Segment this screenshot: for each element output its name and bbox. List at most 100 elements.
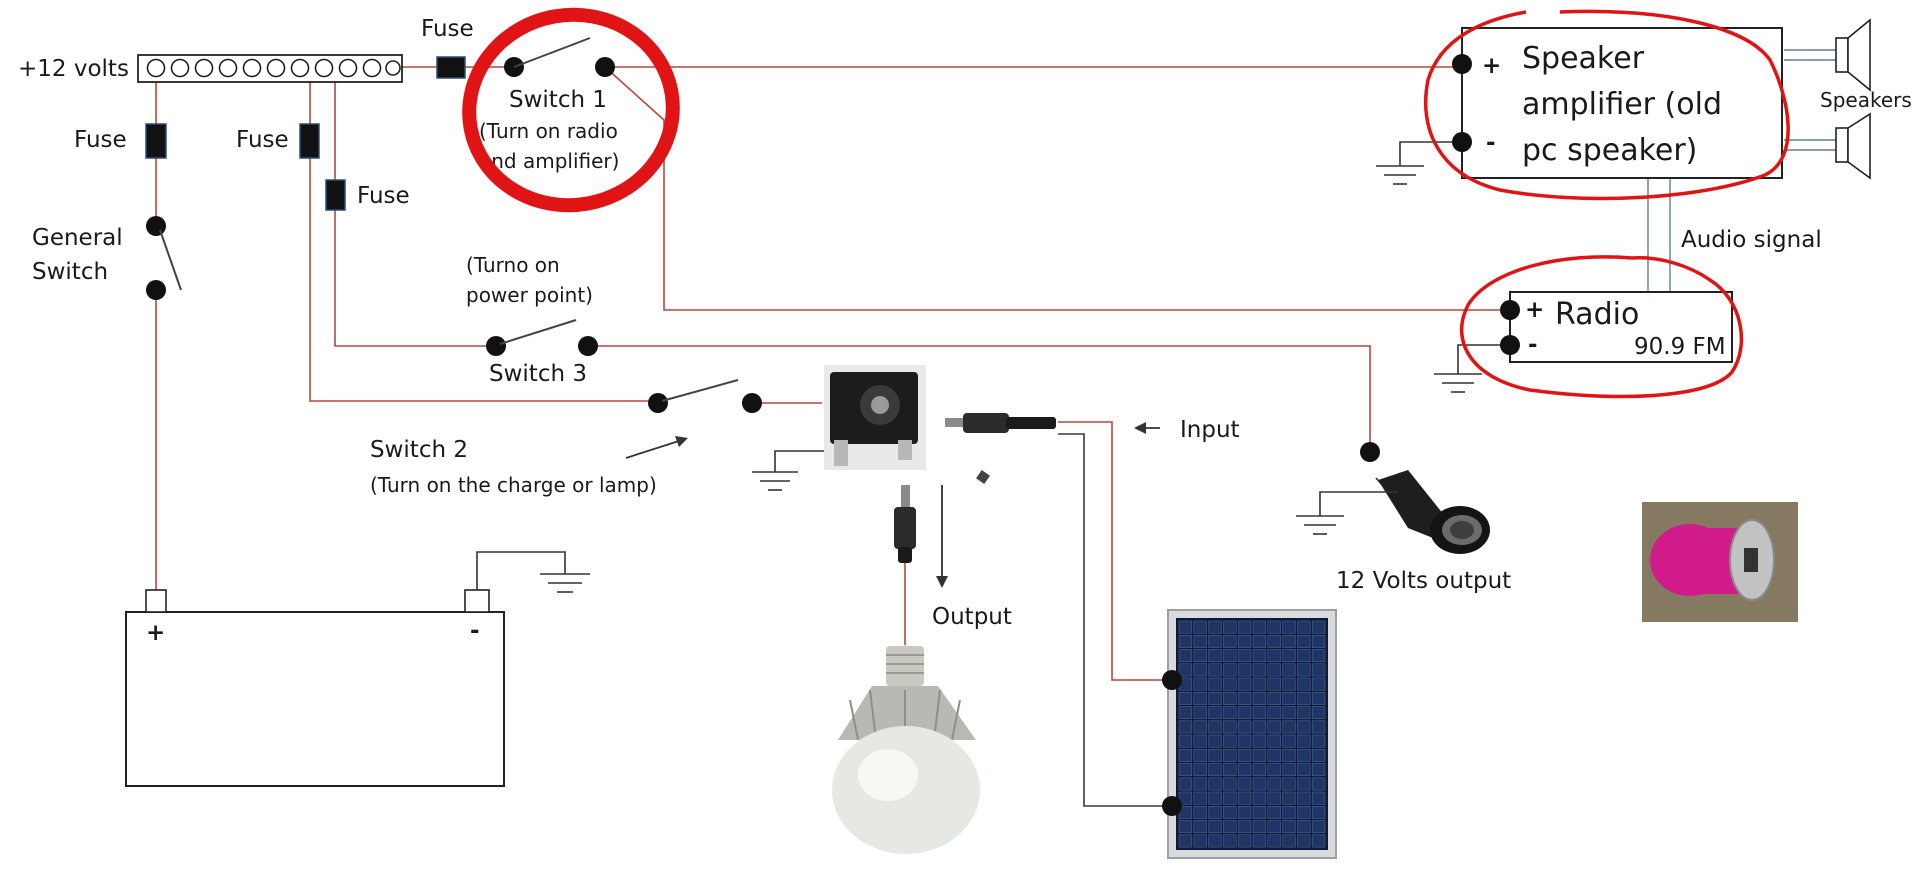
solar-negative-terminal: [1162, 796, 1182, 816]
terminal-strip-icon: [137, 54, 403, 83]
solar-cell: [1311, 635, 1326, 648]
radio-negative-terminal: [1500, 335, 1520, 355]
solar-cell: [1193, 806, 1207, 819]
switch-1-icon: [504, 37, 615, 77]
led-bulb-icon: [832, 646, 980, 854]
small-component-icon: [976, 470, 990, 484]
solar-cell: [1282, 706, 1296, 720]
solar-cell: [1297, 791, 1311, 805]
solar-cell: [1237, 635, 1252, 648]
switch-2-desc: (Turn on the charge or lamp): [370, 473, 657, 497]
solar-cell: [1193, 749, 1207, 762]
solar-cell: [1311, 706, 1326, 720]
solar-cell: [1193, 763, 1207, 777]
solar-cell: [1223, 749, 1237, 762]
audio-wires: [1647, 49, 1836, 292]
solar-cell: [1282, 820, 1296, 834]
solar-cell: [1311, 692, 1326, 705]
solar-cell: [1311, 720, 1326, 734]
solar-cell: [1178, 820, 1193, 834]
battery-minus-label: -: [470, 618, 480, 644]
general-switch-icon: [146, 216, 182, 300]
solar-cell: [1178, 763, 1193, 777]
solar-cell: [1208, 806, 1222, 819]
fuse-label-left: Fuse: [74, 127, 127, 153]
solar-cell: [1193, 820, 1207, 834]
switch-1-highlight-circle: [462, 7, 680, 213]
switch-3-label: Switch 3: [489, 361, 587, 387]
solar-cell: [1282, 749, 1296, 762]
solar-cell: [1267, 635, 1281, 648]
solar-cell: [1297, 834, 1311, 848]
solar-cell: [1267, 620, 1281, 634]
arrow-left-icon: [1134, 422, 1160, 434]
battery-plus-label: +: [146, 620, 165, 646]
solar-cell: [1297, 749, 1311, 762]
solar-cell: [1282, 663, 1296, 677]
solar-cell: [1282, 806, 1296, 819]
solar-cell: [1178, 620, 1193, 634]
solar-cell: [1297, 663, 1311, 677]
fuse-icon: [436, 56, 466, 79]
solar-cell: [1193, 692, 1207, 705]
solar-cell: [1208, 734, 1222, 748]
solar-cell: [1178, 692, 1193, 705]
solar-cell: [1267, 692, 1281, 705]
solar-cell: [1267, 720, 1281, 734]
lighter-socket-terminal: [1360, 442, 1380, 462]
radio-minus-label: -: [1528, 332, 1538, 358]
solar-cell: [1237, 763, 1252, 777]
solar-cell: [1208, 763, 1222, 777]
solar-cell: [1237, 692, 1252, 705]
solar-cell: [1208, 620, 1222, 634]
solar-cell: [1282, 649, 1296, 663]
amplifier-minus-label: -: [1486, 130, 1496, 156]
solar-cell: [1223, 649, 1237, 663]
solar-cell: [1237, 734, 1252, 748]
solar-cell: [1193, 734, 1207, 748]
solar-cell: [1252, 791, 1267, 805]
speaker-icon: [1835, 18, 1871, 92]
general-switch-label-line2: Switch: [32, 259, 108, 285]
radio-label: Radio: [1555, 297, 1639, 332]
solar-cell: [1252, 834, 1267, 848]
dc-plug-output-icon: [894, 485, 916, 563]
amplifier-plus-label: +: [1482, 53, 1501, 79]
speakers-label: Speakers: [1820, 88, 1912, 112]
amplifier-box: [1461, 27, 1783, 179]
solar-cell: [1223, 635, 1237, 648]
solar-cell: [1267, 706, 1281, 720]
solar-cell: [1267, 777, 1281, 791]
solar-cell: [1208, 692, 1222, 705]
solar-cell: [1237, 791, 1252, 805]
solar-cell: [1282, 677, 1296, 691]
solar-cell: [1178, 720, 1193, 734]
solar-panel-icon: [1167, 609, 1337, 859]
solar-cell: [1311, 734, 1326, 748]
solar-cell: [1267, 749, 1281, 762]
solar-cell: [1208, 777, 1222, 791]
solar-cell: [1237, 820, 1252, 834]
solar-cell: [1267, 820, 1281, 834]
solar-cell: [1297, 692, 1311, 705]
switch-2-label: Switch 2: [370, 437, 468, 463]
solar-cell: [1223, 620, 1237, 634]
solar-cell: [1223, 720, 1237, 734]
solar-cell: [1223, 791, 1237, 805]
solar-cell: [1237, 834, 1252, 848]
solar-cell: [1223, 677, 1237, 691]
general-switch-label-line1: General: [32, 225, 123, 251]
solar-cell: [1311, 791, 1326, 805]
solar-cell: [1178, 649, 1193, 663]
solar-cell: [1311, 806, 1326, 819]
ground-icon: [476, 551, 590, 593]
solar-cell: [1252, 635, 1267, 648]
fuse-label-top: Fuse: [421, 16, 474, 42]
solar-cell: [1252, 677, 1267, 691]
amplifier-label-line3: pc speaker): [1522, 133, 1697, 168]
twelve-volts-output-label: 12 Volts output: [1336, 568, 1511, 594]
solar-cell: [1311, 649, 1326, 663]
solar-cell: [1223, 806, 1237, 819]
solar-cell: [1223, 763, 1237, 777]
